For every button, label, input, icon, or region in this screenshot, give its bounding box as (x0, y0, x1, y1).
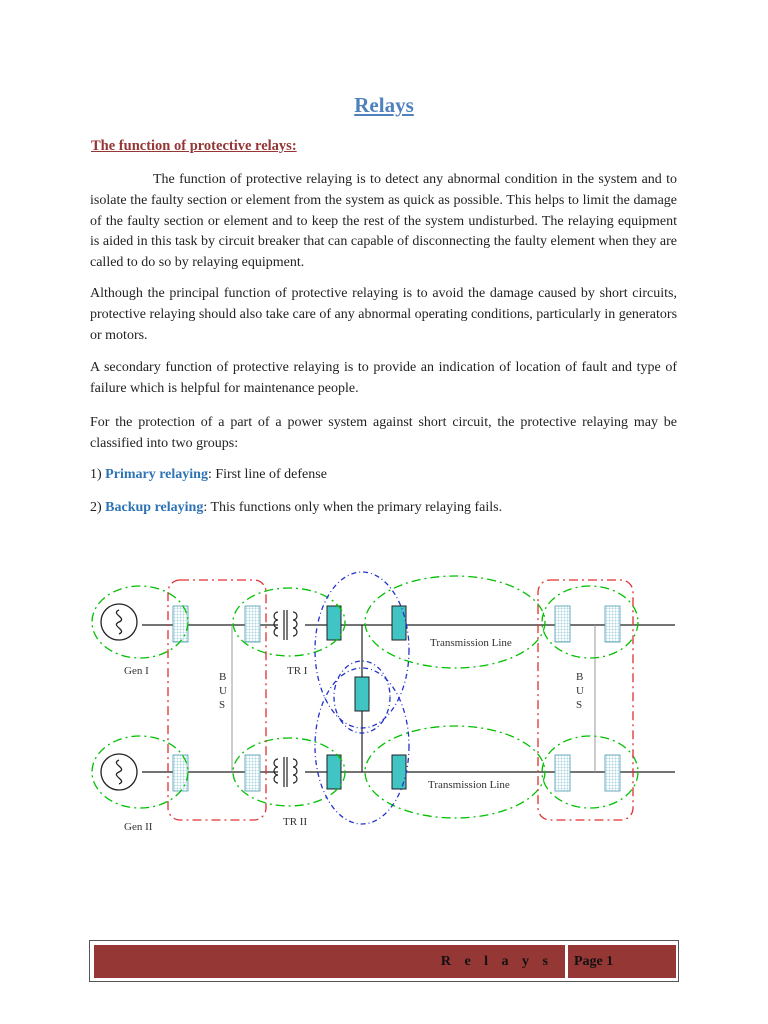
breaker-c (326, 754, 342, 790)
breaker-tr1 (244, 605, 261, 643)
list-term: Backup relaying (105, 500, 204, 515)
bus-right-u: U (576, 685, 584, 697)
breaker-right-lower-1 (554, 754, 571, 792)
paragraph-1: The function of protective relaying is t… (90, 172, 677, 271)
list-desc: First line of defense (211, 467, 327, 482)
transmission-line-2-label: Transmission Line (428, 779, 510, 791)
breaker-right-lower-2 (604, 754, 621, 792)
bus-right-s: S (576, 699, 582, 711)
paragraph-2: Although the principal function of prote… (90, 286, 678, 343)
blue-protection-zones (314, 571, 410, 825)
bus-bars (231, 625, 596, 772)
footer-bar: R e l a y s Page 1 (94, 945, 676, 978)
page-title: Relays (354, 93, 414, 117)
bus-left-s: S (219, 699, 225, 711)
solid-breakers (326, 605, 407, 790)
list-sep: : (207, 467, 212, 482)
breaker-tr2 (244, 754, 261, 792)
tr1-label: TR I (287, 665, 308, 677)
bus-left-u: U (219, 685, 227, 697)
generator-2-icon (100, 753, 138, 791)
footer-divider (565, 945, 568, 978)
bus-left-b: B (219, 671, 226, 683)
hatched-breakers (172, 605, 621, 792)
breaker-right-upper-2 (604, 605, 621, 643)
breaker-a (326, 605, 342, 641)
list-sep: : (203, 500, 208, 515)
transmission-line-1-label: Transmission Line (430, 637, 512, 649)
breaker-d (391, 754, 407, 790)
gen2-label: Gen II (124, 821, 153, 833)
list-number: 1) (90, 467, 102, 482)
footer-frame (89, 940, 679, 982)
red-bus-zones (167, 579, 634, 821)
breaker-right-upper-1 (554, 605, 571, 643)
list-term: Primary relaying (105, 467, 208, 482)
gen1-label: Gen I (124, 665, 149, 677)
paragraph-4: For the protection of a part of a power … (90, 415, 677, 451)
list-item-backup: 2) Backup relaying: This functions only … (90, 500, 502, 516)
footer-title: R e l a y s (440, 954, 553, 969)
transformer-1-icon (273, 610, 298, 640)
bus-right-b: B (576, 671, 583, 683)
transformer-2-icon (273, 757, 298, 787)
tr2-label: TR II (283, 816, 307, 828)
protection-zones-diagram: Gen I Gen II TR I TR II B U S B U S Tran… (91, 571, 675, 833)
footer-page-number: Page 1 (574, 954, 614, 969)
section-heading: The function of protective relays: (91, 138, 297, 154)
generator-1-icon (100, 603, 138, 641)
list-desc: This functions only when the primary rel… (207, 500, 503, 515)
breaker-b (391, 605, 407, 641)
breaker-tie (354, 676, 370, 712)
paragraph-3: A secondary function of protective relay… (90, 360, 677, 396)
list-number: 2) (90, 500, 102, 515)
list-item-primary: 1) Primary relaying: First line of defen… (90, 467, 327, 483)
green-protection-zones (91, 575, 639, 819)
